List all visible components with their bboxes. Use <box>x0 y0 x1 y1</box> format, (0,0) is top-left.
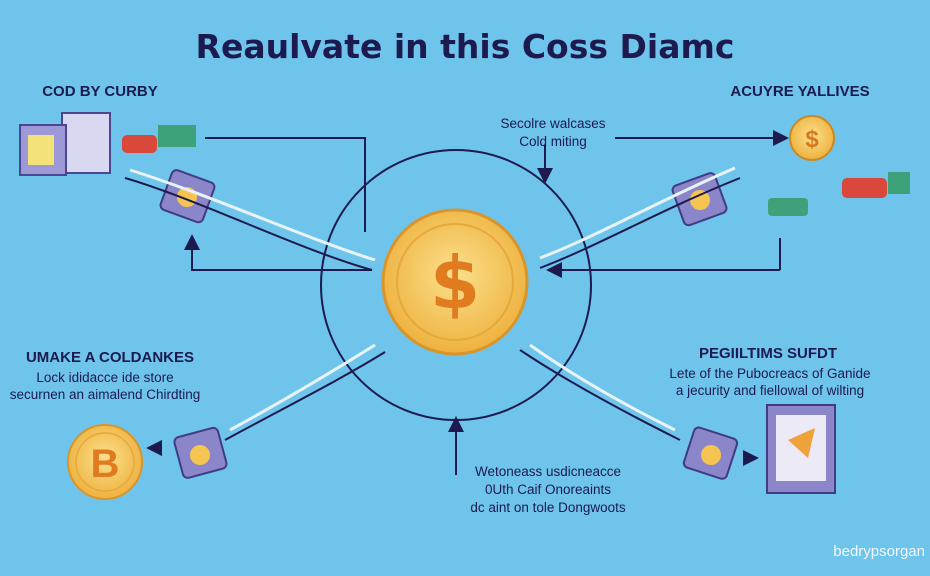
data-stream-lines <box>124 166 741 441</box>
watermark: bedrypsorgan <box>833 543 925 560</box>
connector-lines <box>146 130 789 475</box>
bottom-right-heading: PEGIILTIMS SUFDT <box>699 345 837 362</box>
wallet-icon <box>671 172 728 227</box>
bottom-right-line2: a jecurity and fiellowal of wilting <box>676 383 864 398</box>
cycle-circle <box>320 149 592 421</box>
vehicles-icon <box>122 125 196 153</box>
bottom-left-line1: Lock ididacce ide store <box>36 370 173 385</box>
center-dollar-coin-icon: $ <box>381 208 529 356</box>
top-center-line1: Secolre walcases <box>500 116 605 131</box>
wallet-icon <box>682 426 739 480</box>
top-left-heading: COD BY CURBY <box>42 83 158 100</box>
svg-text:$: $ <box>430 241 480 325</box>
bottom-right-line1: Lete of the Pubocreacs of Ganide <box>669 366 870 381</box>
svg-text:B: B <box>91 442 120 486</box>
bitcoin-coin-icon: B <box>67 424 143 500</box>
bottom-left-line2: securnen an aimalend Chirdting <box>10 387 201 402</box>
top-center-line2: Cold miting <box>519 134 587 149</box>
computer-icon <box>19 112 111 176</box>
bottom-center-line1: Wetoneass usdicneacce <box>475 464 621 479</box>
bottom-center-line2: 0Uth Caif Onoreaints <box>485 482 611 497</box>
dollar-coin-icon: $ <box>789 115 835 161</box>
bottom-center-line3: dc aint on tole Dongwoots <box>470 500 626 515</box>
hardware-wallet-icon <box>766 404 836 494</box>
wallet-icon <box>173 426 228 479</box>
svg-text:$: $ <box>805 126 819 153</box>
top-right-heading: ACUYRE YALLIVES <box>730 83 869 100</box>
diagram-title: Reaulvate in this Coss Diamc <box>196 27 735 66</box>
bottom-left-heading: UMAKE A COLDANKES <box>26 349 194 366</box>
vehicles-icon <box>768 172 910 216</box>
